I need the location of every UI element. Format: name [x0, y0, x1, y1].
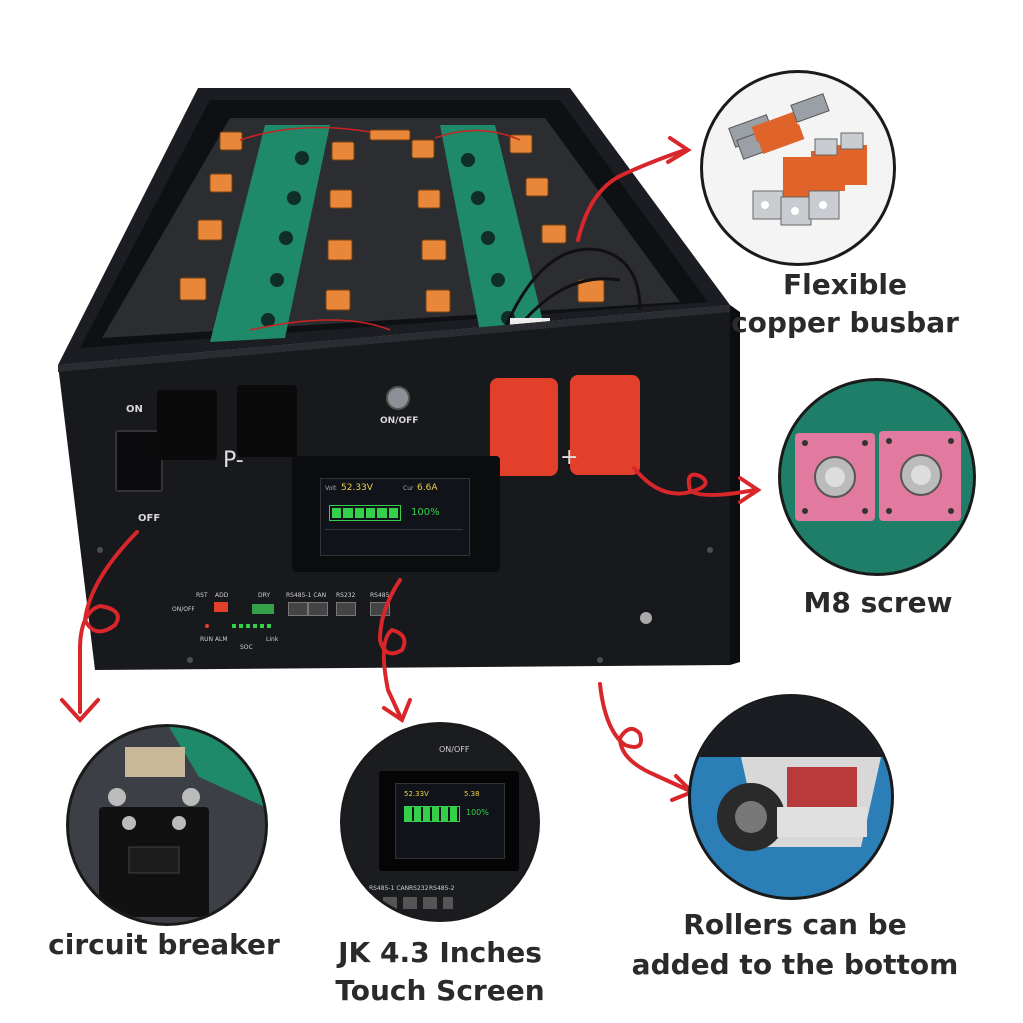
p-minus-label: P- — [223, 448, 244, 473]
off-label: OFF — [138, 513, 161, 524]
rollers-caption-line1: Rollers can be — [683, 908, 907, 941]
breaker-switch[interactable] — [115, 430, 163, 492]
dip-switch[interactable] — [214, 602, 228, 612]
dry-label: DRY — [258, 592, 271, 599]
busbar-inset — [700, 70, 896, 266]
inset-port2-label: RS232 — [409, 885, 429, 892]
run-led — [205, 624, 209, 628]
dry-contact-connector[interactable] — [252, 604, 274, 614]
positive-terminal-2[interactable] — [570, 375, 640, 475]
volt-value: 52.33V — [341, 483, 373, 493]
inset-on-off-label: ON/OFF — [439, 745, 470, 754]
inset-port3-label: RS485-2 — [429, 885, 455, 892]
on-label: ON — [126, 404, 143, 415]
circuit-breaker-inset — [66, 724, 268, 926]
negative-terminal-cover-1 — [157, 390, 217, 460]
touch-screen-caption-line2: Touch Screen — [335, 974, 545, 1007]
on-off-label: ON/OFF — [380, 416, 419, 426]
power-button[interactable] — [386, 386, 410, 410]
m8-screw-inset — [778, 378, 976, 576]
lcd-screen[interactable]: Volt 52.33V Cur 6.6A 100% — [320, 478, 470, 556]
inset-volt-value: 52.33V — [404, 790, 429, 798]
touch-screen-inset: ON/OFF 52.33V 5.38 100% RS485-1 CAN RS23… — [340, 722, 540, 922]
link-label: Link — [266, 636, 279, 643]
add-label: ADD — [215, 592, 229, 599]
rs485-1-port[interactable] — [288, 602, 308, 616]
p-plus-label: + — [560, 445, 579, 470]
volt-label: Volt — [325, 485, 337, 492]
inset-cur-value: 5.38 — [464, 790, 480, 798]
soc-led-row — [232, 624, 272, 628]
inset-percent: 100% — [466, 808, 489, 817]
cur-value: 6.6A — [417, 483, 438, 493]
busbar-caption-line1: Flexible — [782, 268, 907, 301]
soc-percent: 100% — [411, 507, 440, 518]
battery-bar-icon — [329, 505, 401, 521]
battery-cabinet — [40, 80, 760, 680]
cur-label: Cur — [403, 485, 414, 492]
positive-terminal-1[interactable] — [490, 378, 558, 476]
rollers-inset — [688, 694, 894, 900]
rs232-label: RS232 — [336, 592, 356, 599]
rs485-2-label: RS485- — [370, 592, 392, 599]
rst-label: RST — [196, 592, 208, 599]
rs485-1-can-label: RS485-1 CAN — [286, 592, 327, 599]
circuit-breaker-caption: circuit breaker — [48, 928, 280, 961]
onoff-small-label: ON/OFF — [172, 606, 195, 613]
soc-label: SOC — [240, 644, 253, 651]
negative-terminal-cover-2 — [237, 385, 297, 457]
lcd-stats-row — [325, 529, 463, 548]
rollers-caption-line2: added to the bottom — [631, 948, 959, 981]
busbar-caption-line2: copper busbar — [731, 306, 959, 339]
inset-lcd: 52.33V 5.38 100% — [395, 783, 505, 859]
touch-screen-caption-line1: JK 4.3 Inches — [338, 936, 542, 969]
inset-port1-label: RS485-1 CAN — [369, 885, 410, 892]
m8-screw-caption: M8 screw — [803, 586, 953, 619]
rs232-port[interactable] — [336, 602, 356, 616]
can-port[interactable] — [308, 602, 328, 616]
run-alm-label: RUN ALM — [200, 636, 228, 643]
inset-battery-bar-icon — [404, 806, 460, 822]
inset-ports — [383, 897, 453, 909]
ground-screw — [640, 612, 652, 624]
